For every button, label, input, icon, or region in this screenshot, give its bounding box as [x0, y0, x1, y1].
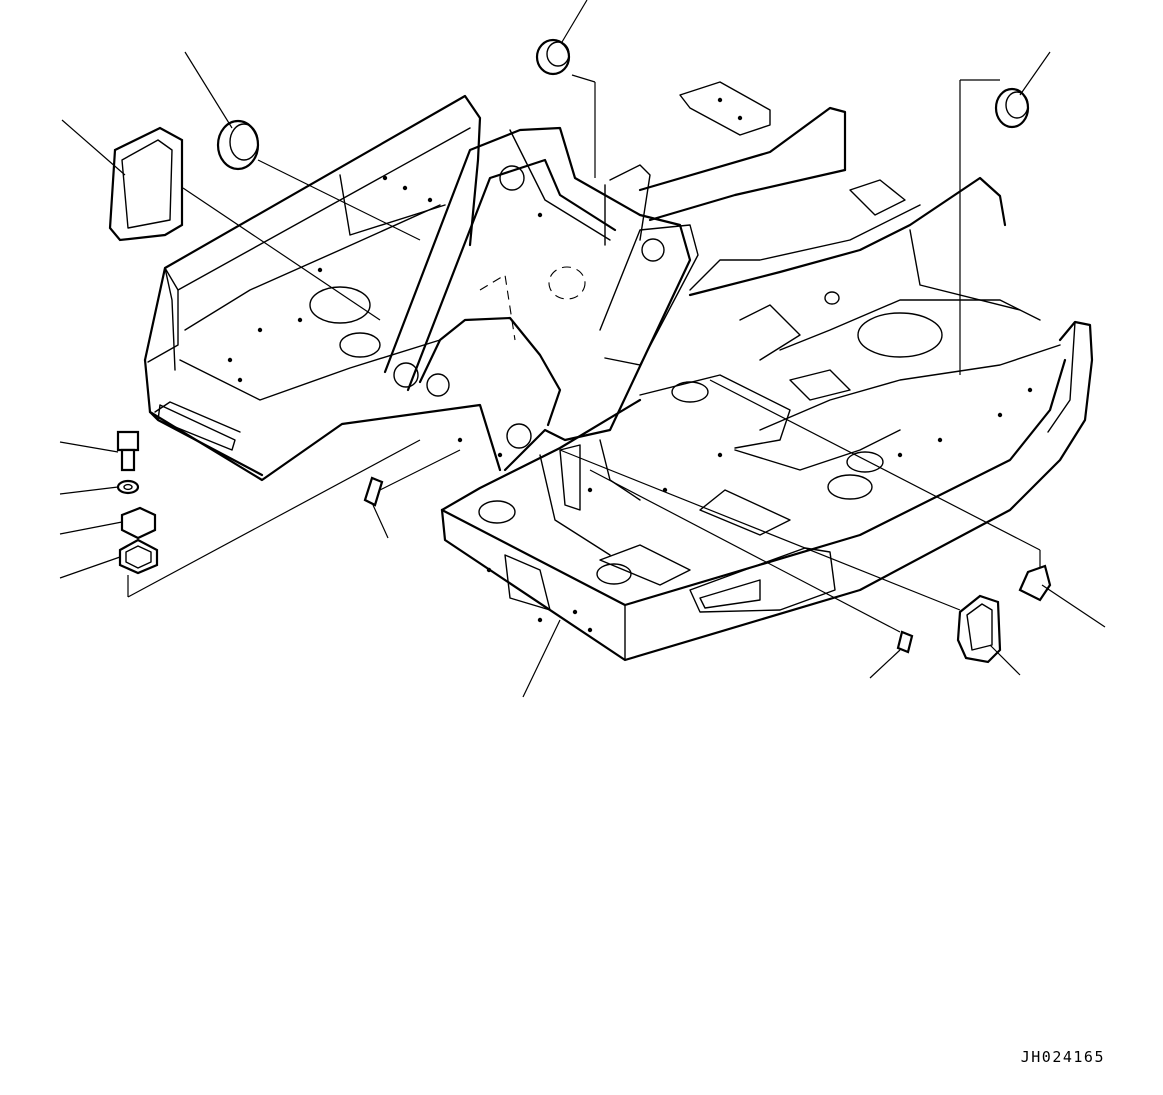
grommet-large-left [108, 126, 184, 242]
cover-plate [120, 506, 157, 540]
washer [116, 479, 140, 495]
grommet-small-top [535, 38, 571, 76]
mounting-holes [227, 97, 1033, 633]
drawing-code: JH024165 [1020, 1048, 1105, 1066]
boom-bracket [383, 126, 699, 472]
gasket [118, 538, 159, 575]
cover-half-round [1018, 564, 1052, 602]
hidden-outline [479, 266, 586, 341]
grommet-small-left [216, 119, 260, 171]
right-deck [638, 81, 1061, 449]
left-deck [143, 94, 502, 482]
rear-frame [440, 320, 1094, 662]
clip-left [363, 476, 384, 507]
leader-lines [59, 0, 1106, 698]
frame-holes [309, 165, 943, 585]
clip-right [896, 630, 914, 654]
bolt [116, 430, 140, 472]
grommet-small-right [994, 87, 1030, 129]
grommet-large-right [956, 594, 1002, 664]
